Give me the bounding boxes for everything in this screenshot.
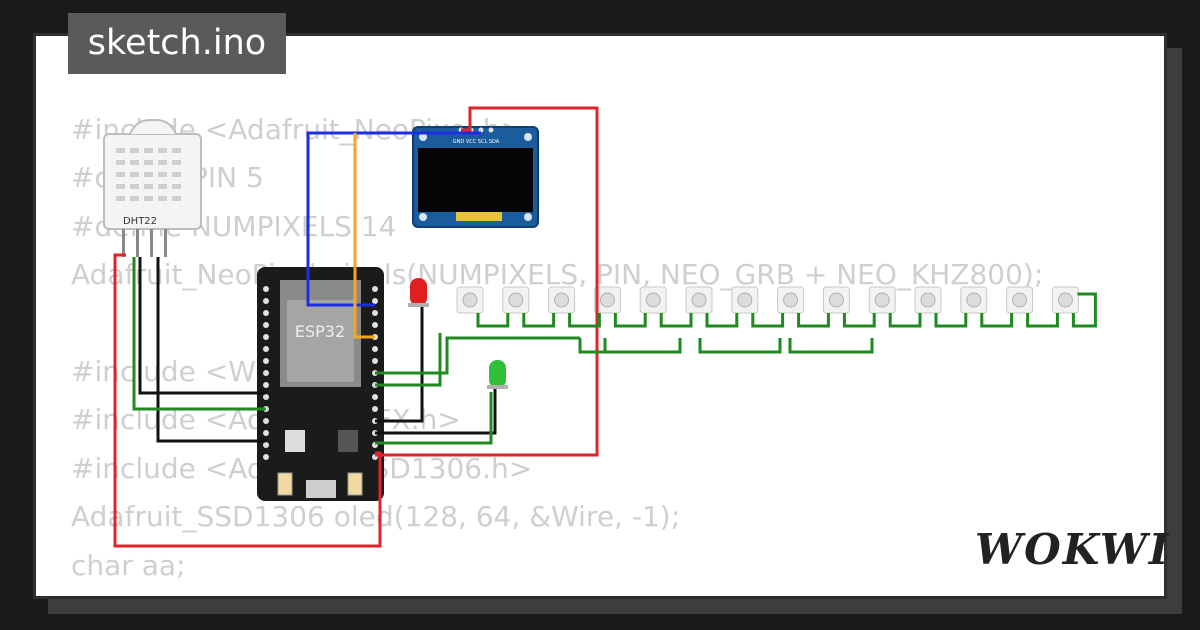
neopixel-link bbox=[613, 313, 647, 328]
usb-chip bbox=[338, 430, 358, 452]
neopixel-10[interactable] bbox=[868, 286, 896, 314]
code-line: char aa; bbox=[71, 548, 186, 582]
wokwi-logo: WOKWI bbox=[975, 525, 1171, 574]
code-line: Adafruit_SSD1306 oled(128, 64, &Wire, -1… bbox=[71, 500, 681, 534]
wire-red-oled bbox=[375, 106, 599, 457]
led-red[interactable] bbox=[408, 278, 429, 307]
neopixel-6[interactable] bbox=[685, 286, 713, 314]
neopixel-bus bbox=[698, 338, 782, 354]
neopixel-3[interactable] bbox=[548, 286, 576, 314]
neopixel-tail bbox=[1071, 292, 1097, 328]
usb-port bbox=[306, 480, 336, 498]
oled-display[interactable]: GND VCC SCL SDA bbox=[412, 126, 539, 228]
neopixel-link bbox=[980, 313, 1014, 328]
neopixel-7[interactable] bbox=[731, 286, 759, 314]
neopixel-bus bbox=[590, 338, 607, 354]
neopixel-strip[interactable] bbox=[456, 286, 1079, 314]
neopixel-link bbox=[522, 313, 556, 328]
neopixel-link bbox=[888, 313, 922, 328]
neopixel-wires bbox=[476, 292, 1097, 354]
wire-orange-sda bbox=[353, 133, 375, 339]
neopixel-link bbox=[797, 313, 830, 328]
regulator bbox=[285, 430, 305, 452]
file-title: sketch.ino bbox=[68, 13, 286, 74]
wire-blue-scl bbox=[306, 131, 481, 289]
neopixel-8[interactable] bbox=[777, 286, 805, 314]
neopixel-5[interactable] bbox=[639, 286, 667, 314]
wire-black-dht-sig bbox=[138, 257, 266, 395]
neopixel-link bbox=[1026, 313, 1059, 328]
neopixel-link bbox=[705, 313, 739, 328]
neopixel-link bbox=[751, 313, 785, 328]
neopixel-9[interactable] bbox=[822, 286, 850, 314]
wire-blue-scl-esp bbox=[306, 289, 375, 307]
wire-black-dht-gnd bbox=[156, 257, 266, 443]
wire-black-led-green bbox=[375, 389, 497, 435]
neopixel-12[interactable] bbox=[960, 286, 988, 314]
neopixel-link bbox=[476, 313, 510, 328]
wire-green-red-led bbox=[375, 333, 442, 387]
vent-grid bbox=[116, 148, 181, 201]
neopixel-link bbox=[842, 313, 876, 328]
neopixel-13[interactable] bbox=[1006, 286, 1034, 314]
wire-black-led-red bbox=[375, 307, 424, 423]
neopixel-2[interactable] bbox=[502, 286, 530, 314]
dht-label: DHT22 bbox=[123, 216, 157, 227]
esp32-board[interactable]: ESP32 bbox=[257, 267, 384, 501]
wire-green-dht bbox=[132, 257, 266, 411]
neopixel-link bbox=[568, 313, 601, 328]
wires bbox=[113, 106, 599, 548]
neopixel-4[interactable] bbox=[593, 286, 621, 314]
neopixel-link bbox=[659, 313, 693, 328]
neopixel-link bbox=[934, 313, 968, 328]
neopixel-1[interactable] bbox=[456, 286, 484, 314]
dht22-sensor[interactable]: DHT22 bbox=[103, 119, 202, 257]
wire-red-dht bbox=[113, 253, 382, 548]
neopixel-11[interactable] bbox=[914, 286, 942, 314]
neopixel-bus bbox=[578, 338, 682, 354]
wire-green-led bbox=[375, 392, 493, 445]
reset-button[interactable] bbox=[347, 472, 363, 496]
wire-green-neopixel bbox=[375, 336, 580, 375]
pin-header-left bbox=[263, 286, 269, 460]
oled-ribbon bbox=[456, 212, 502, 221]
oled-screen bbox=[418, 148, 533, 212]
led-green[interactable] bbox=[487, 360, 508, 389]
esp-label: ESP32 bbox=[295, 322, 345, 341]
neopixel-bus bbox=[788, 338, 874, 354]
boot-button[interactable] bbox=[277, 472, 293, 496]
neopixel-14[interactable] bbox=[1051, 286, 1079, 314]
oled-pin-labels: GND VCC SCL SDA bbox=[453, 139, 500, 145]
